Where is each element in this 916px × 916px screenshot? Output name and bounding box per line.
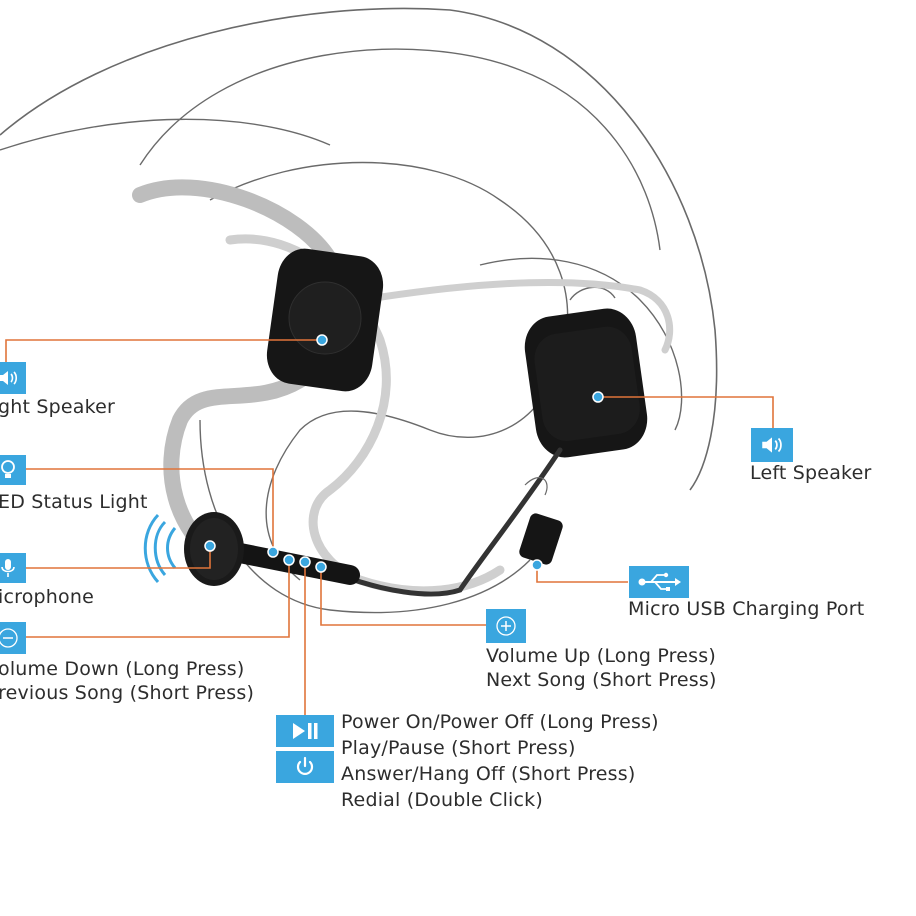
micro-usb-label: Micro USB Charging Port <box>628 598 865 620</box>
usb-icon-box <box>629 566 689 598</box>
helmet-vent <box>569 286 616 301</box>
power-line-2: Play/Pause (Short Press) <box>341 737 576 759</box>
right-speaker-pad <box>266 248 384 392</box>
power-line-1: Power On/Power Off (Long Press) <box>341 711 659 733</box>
helmet-brim <box>0 118 331 151</box>
speaker-icon <box>759 434 785 456</box>
minus-icon <box>0 627 19 649</box>
microphone-label: icrophone <box>0 586 95 608</box>
cable-loop <box>524 477 548 496</box>
volume-up-line-1: Volume Up (Long Press) <box>486 645 716 667</box>
play-pause-icon <box>291 722 319 740</box>
play-pause-icon-box <box>276 715 334 747</box>
sound-waves <box>153 520 167 576</box>
volume-down-line-2: revious Song (Short Press) <box>0 682 255 704</box>
left-speaker-pad <box>524 308 648 458</box>
right-speaker-label: ght Speaker <box>0 396 116 418</box>
usb-connector <box>519 513 563 565</box>
microphone-icon <box>0 557 17 579</box>
helmet-chin <box>199 419 531 614</box>
volume-up-line-2: Next Song (Short Press) <box>486 669 717 691</box>
helmet-visor-edge <box>139 48 661 251</box>
left-speaker-label: Left Speaker <box>750 462 872 484</box>
speaker-icon <box>0 368 20 388</box>
helmet-shell <box>0 7 718 491</box>
volume-up-icon-box <box>486 609 526 643</box>
usb-icon <box>637 572 681 592</box>
left-speaker-icon-box <box>751 428 793 462</box>
helmet-inner-rim <box>479 257 683 431</box>
power-icon <box>294 756 316 778</box>
volume-down-line-1: olume Down (Long Press) <box>0 658 245 680</box>
led-status-label: ED Status Light <box>0 491 148 513</box>
plus-icon <box>495 615 517 637</box>
power-icon-box <box>276 751 334 783</box>
speaker-cable <box>371 278 674 354</box>
microphone-icon-box <box>0 553 26 583</box>
leader-lines <box>5 339 774 716</box>
boom-cable <box>337 447 563 597</box>
power-line-4: Redial (Double Click) <box>341 789 544 811</box>
right-speaker-icon-box <box>0 362 26 394</box>
volume-down-icon-box <box>0 622 26 654</box>
bulb-icon <box>0 459 17 481</box>
led-icon-box <box>0 455 26 485</box>
right-speaker-grill <box>288 281 362 355</box>
callout-dots <box>204 334 604 573</box>
power-line-3: Answer/Hang Off (Short Press) <box>341 763 636 785</box>
